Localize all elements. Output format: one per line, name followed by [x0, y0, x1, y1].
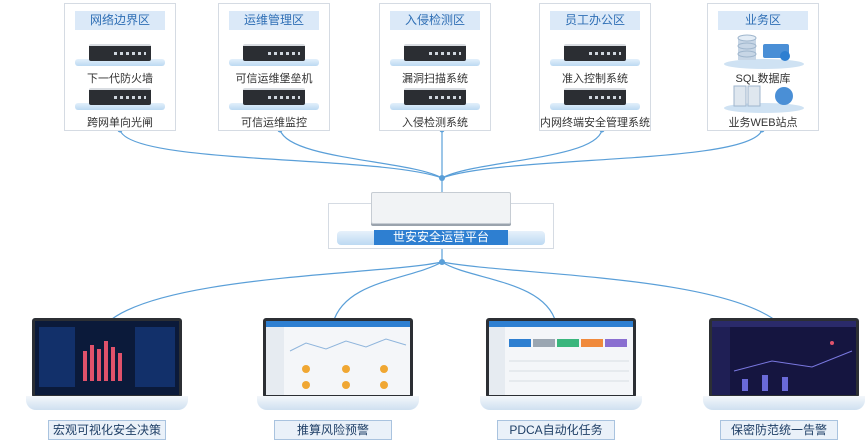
link-output-1 [106, 261, 443, 324]
firewall-device-icon [75, 44, 165, 66]
monitor-device-icon [229, 88, 319, 110]
database-icon [737, 34, 757, 60]
device-label: 内网终端安全管理系统 [540, 117, 650, 129]
dashboard-screen-alert [709, 318, 859, 398]
device-label: 准入控制系统 [562, 73, 628, 85]
zone-ops-management: 运维管理区 可信运维堡垒机 可信运维监控 [218, 3, 330, 131]
dashboard-thumbnail [266, 321, 410, 395]
gatekeeper-device-icon [75, 88, 165, 110]
device-label: 业务WEB站点 [728, 117, 798, 129]
platform-hub: 世安安全运营平台 [328, 192, 554, 249]
dashboard-thumbnail [712, 321, 856, 395]
link-output-2 [332, 261, 443, 324]
laptop-base [26, 396, 188, 410]
dashboard-screen-pdca [486, 318, 636, 398]
link-zone-1 [119, 129, 443, 179]
output-caption: 保密防范统一告警 [720, 420, 838, 440]
output-caption: 宏观可视化安全决策 [48, 420, 166, 440]
device-label: 漏洞扫描系统 [402, 73, 468, 85]
ids-device-icon [390, 88, 480, 110]
dashboard-screen-risk [263, 318, 413, 398]
zone-title: 运维管理区 [229, 11, 319, 30]
link-output-3 [441, 261, 557, 324]
dashboard-screen-decision [32, 318, 182, 398]
zone-employee-office: 员工办公区 准入控制系统 内网终端安全管理系统 [539, 3, 651, 131]
scanner-device-icon [390, 44, 480, 66]
device-label: 可信运维堡垒机 [235, 73, 313, 85]
zone-network-border: 网络边界区 下一代防火墙 跨网单向光闸 [64, 3, 176, 131]
device-label: 下一代防火墙 [87, 73, 153, 85]
platform-title: 世安安全运营平台 [374, 230, 508, 245]
link-output-4 [441, 261, 780, 324]
device-label: 入侵检测系统 [402, 117, 468, 129]
zone-title: 网络边界区 [75, 11, 165, 30]
zone-intrusion-detection: 入侵检测区 漏洞扫描系统 入侵检测系统 [379, 3, 491, 131]
globe-icon [775, 87, 793, 105]
gear-icon [780, 51, 790, 61]
zone-business: 业务区 SQL数据库 业务WEB站点 [707, 3, 819, 131]
zone-title: 业务区 [718, 11, 808, 30]
link-zone-5 [441, 129, 763, 179]
node-dot [439, 175, 445, 181]
device-label: 跨网单向光闸 [87, 117, 153, 129]
dashboard-thumbnail [39, 327, 175, 387]
output-caption: PDCA自动化任务 [497, 420, 615, 440]
platform-appliance-icon [371, 192, 511, 224]
device-label: SQL数据库 [735, 73, 791, 85]
output-caption: 推算风险预警 [274, 420, 392, 440]
link-zone-4 [441, 129, 603, 179]
device-label: 可信运维监控 [241, 117, 307, 129]
zone-title: 员工办公区 [550, 11, 640, 30]
laptop-base [703, 396, 865, 410]
laptop-base [480, 396, 642, 410]
business-icons [724, 34, 804, 113]
node-dot [439, 259, 445, 265]
zone-title: 入侵检测区 [390, 11, 480, 30]
link-zone-2 [279, 129, 443, 179]
dashboard-thumbnail [489, 321, 633, 395]
web-server-icon [733, 85, 761, 107]
endpoint-device-icon [550, 88, 640, 110]
bastion-device-icon [229, 44, 319, 66]
nac-device-icon [550, 44, 640, 66]
laptop-base [257, 396, 419, 410]
